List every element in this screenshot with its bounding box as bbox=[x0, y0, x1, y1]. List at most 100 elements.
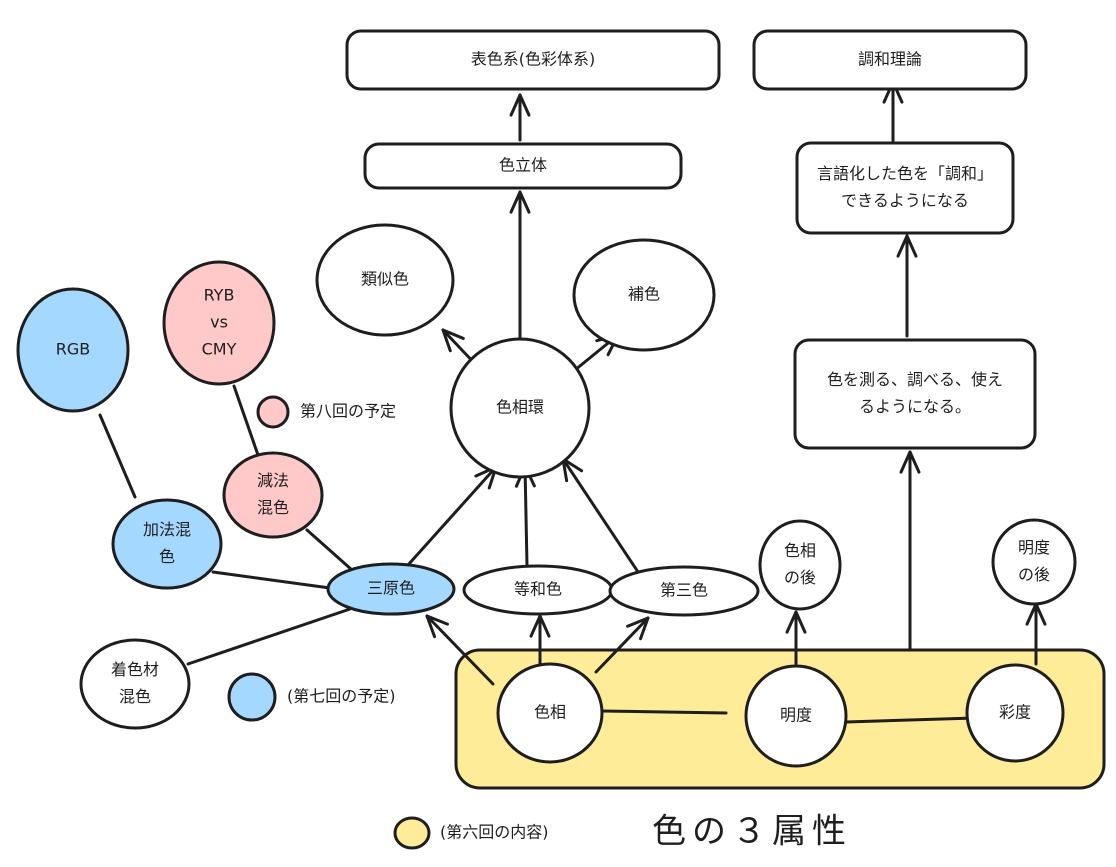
edge-line bbox=[98, 413, 137, 499]
edge-three-attributes-to-hakaru[interactable] bbox=[899, 450, 921, 652]
arrowhead-icon bbox=[626, 616, 650, 641]
node-label: 三原色 bbox=[367, 579, 415, 598]
edge-sangensyoku-to-shikisokan[interactable] bbox=[406, 465, 498, 567]
node-label: RYB bbox=[204, 286, 235, 305]
node-ellipse bbox=[572, 238, 716, 352]
node-label: 色相 bbox=[784, 541, 816, 560]
diagram-title: 色の３属性 bbox=[652, 812, 852, 852]
node-ellipse bbox=[608, 565, 760, 617]
node-label: 第三色 bbox=[660, 581, 708, 600]
legend-label: (第七回の予定) bbox=[287, 687, 396, 706]
edge-line bbox=[425, 614, 495, 686]
legend-item-blue: (第七回の予定) bbox=[227, 672, 396, 722]
node-label: 調和理論 bbox=[858, 50, 922, 69]
edge-chakushokuzai-to-sangensyoku[interactable] bbox=[186, 607, 352, 666]
edge-line bbox=[561, 457, 642, 577]
edge-line bbox=[844, 716, 977, 724]
node-box bbox=[752, 29, 1028, 91]
edge-line bbox=[594, 616, 650, 674]
node-shikiso[interactable]: 色相 bbox=[496, 662, 604, 764]
node-label: 表色系(色彩体系) bbox=[471, 50, 596, 69]
node-ellipse bbox=[965, 663, 1065, 763]
node-daisanshoku[interactable]: 第三色 bbox=[608, 565, 760, 617]
node-label: CMY bbox=[202, 340, 237, 359]
arrowhead-icon bbox=[441, 328, 465, 353]
edge-daisanshoku-to-shikisokan[interactable] bbox=[561, 457, 642, 577]
node-shikisokan[interactable]: 色相環 bbox=[449, 337, 591, 479]
edge-shikiso-to-meido[interactable] bbox=[600, 709, 728, 715]
node-label: 類似色 bbox=[361, 270, 409, 289]
node-saido[interactable]: 彩度 bbox=[965, 663, 1065, 763]
node-rgb[interactable]: RGB bbox=[16, 287, 130, 413]
node-box bbox=[793, 338, 1037, 450]
edge-ryb-cmy-to-genpo[interactable] bbox=[232, 384, 260, 457]
node-label: 補色 bbox=[628, 285, 660, 304]
node-label: 等和色 bbox=[514, 580, 562, 599]
node-label: 色 bbox=[159, 547, 175, 566]
node-hoshoku[interactable]: 補色 bbox=[572, 238, 716, 352]
node-label: RGB bbox=[56, 340, 91, 359]
edge-shikisokan-to-shoku-rittai[interactable] bbox=[509, 190, 531, 340]
edge-meido-to-saido[interactable] bbox=[844, 716, 977, 724]
node-chowa-riron[interactable]: 調和理論 bbox=[752, 29, 1028, 91]
node-ellipse bbox=[222, 451, 324, 539]
edge-shikiso-to-towashoku[interactable] bbox=[529, 614, 551, 668]
arrowhead-icon bbox=[561, 457, 584, 483]
legend-label: (第六回の内容) bbox=[440, 823, 549, 842]
node-label: 混色 bbox=[257, 498, 289, 517]
node-ellipse bbox=[315, 223, 455, 337]
node-label: 着色材 bbox=[111, 660, 159, 679]
edge-line bbox=[305, 528, 354, 572]
edge-towashoku-to-shikisokan[interactable] bbox=[514, 464, 536, 568]
arrowhead-icon bbox=[425, 614, 449, 639]
arrowhead-icon bbox=[899, 450, 921, 474]
node-box bbox=[363, 142, 683, 190]
legend-swatch bbox=[227, 672, 277, 722]
node-label: 色相 bbox=[534, 703, 566, 722]
edge-gengoka-to-chowa-riron[interactable] bbox=[882, 80, 904, 145]
legend-item-pink: 第八回の予定 bbox=[256, 395, 396, 429]
legend-label: 第八回の予定 bbox=[300, 402, 396, 421]
edge-line bbox=[600, 709, 728, 715]
edge-line bbox=[186, 607, 352, 666]
node-label: 加法混 bbox=[143, 520, 191, 539]
edge-hakaru-to-gengoka[interactable] bbox=[896, 234, 918, 338]
arrowhead-icon bbox=[509, 190, 531, 214]
node-label: 色立体 bbox=[499, 156, 547, 175]
arrowhead-icon bbox=[529, 614, 551, 638]
node-hyoshokukei[interactable]: 表色系(色彩体系) bbox=[345, 29, 721, 91]
edge-shikiso-to-sangensyoku[interactable] bbox=[425, 614, 495, 686]
arrowhead-icon bbox=[785, 610, 807, 634]
node-label: 彩度 bbox=[999, 703, 1031, 722]
node-box bbox=[345, 29, 721, 91]
node-ellipse bbox=[744, 664, 848, 768]
edge-meido-to-shikiso-ato[interactable] bbox=[785, 610, 807, 668]
node-towashoku[interactable]: 等和色 bbox=[462, 564, 614, 616]
edge-shikiso-to-daisanshoku[interactable] bbox=[594, 616, 650, 674]
edge-genpo-to-sangensyoku[interactable] bbox=[305, 528, 354, 572]
node-ruijishoku[interactable]: 類似色 bbox=[315, 223, 455, 337]
node-ellipse bbox=[758, 519, 842, 611]
node-ellipse bbox=[111, 498, 223, 590]
legend-swatch bbox=[393, 816, 431, 850]
edge-line bbox=[406, 465, 498, 567]
node-ellipse bbox=[162, 260, 276, 386]
node-meido[interactable]: 明度 bbox=[744, 664, 848, 768]
node-label: 色相環 bbox=[496, 398, 544, 417]
node-gengoka[interactable]: 言語化した色を「調和」できるようになる bbox=[795, 141, 1015, 235]
node-sangensyoku[interactable]: 三原色 bbox=[326, 562, 456, 616]
edge-shoku-rittai-to-hyoshokukei[interactable] bbox=[509, 93, 531, 142]
edge-line bbox=[232, 384, 260, 457]
node-label: るようになる。 bbox=[859, 397, 971, 416]
edge-line bbox=[211, 570, 332, 590]
edge-kaho-to-sangensyoku[interactable] bbox=[211, 570, 332, 590]
node-shoku-rittai[interactable]: 色立体 bbox=[363, 142, 683, 190]
edge-rgb-to-kaho[interactable] bbox=[98, 413, 137, 499]
